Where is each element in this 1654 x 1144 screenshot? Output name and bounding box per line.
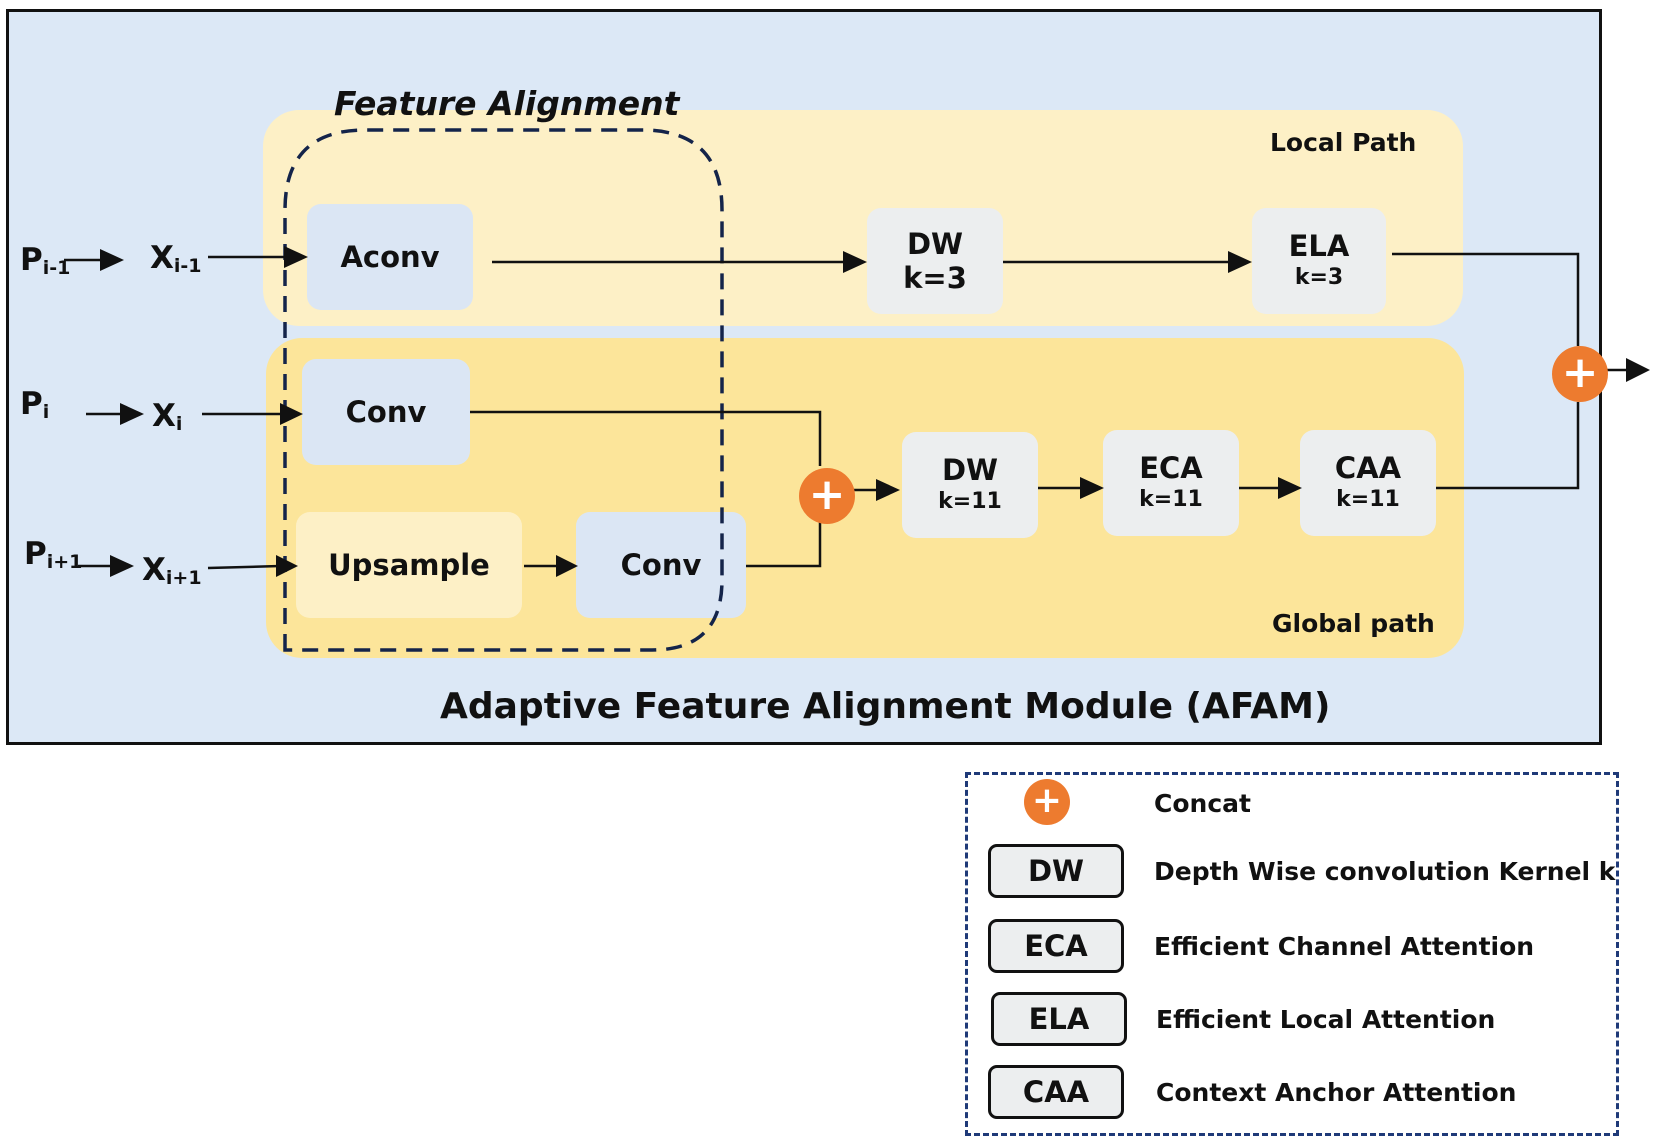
plus-icon: + (808, 468, 846, 520)
legend-concat-icon: + (1024, 779, 1070, 825)
dw-k11-name: DW (941, 453, 999, 487)
eca-k11-param: k=11 (1139, 487, 1203, 512)
legend-dw-text: Depth Wise convolution Kernel k (1154, 857, 1616, 886)
arrowhead (276, 555, 298, 577)
plus-icon: + (1561, 346, 1599, 398)
feature-alignment-dashed-box (283, 128, 724, 652)
legend-concat-text: Concat (1154, 789, 1251, 818)
plus-icon: + (1031, 779, 1063, 821)
legend-caa-text: Context Anchor Attention (1156, 1078, 1517, 1107)
arrowhead (876, 479, 900, 501)
arrowhead (843, 251, 867, 273)
local-path-label: Local Path (1270, 128, 1417, 157)
legend-ela-text: Efficient Local Attention (1156, 1005, 1496, 1034)
conv-block-low: Conv (576, 512, 746, 618)
dw-k3-param: k=3 (903, 261, 967, 295)
legend-ela-box: ELA (991, 992, 1127, 1046)
conv-block-mid: Conv (302, 359, 470, 465)
feature-x-i: Xi (152, 398, 183, 435)
arrowhead (280, 403, 303, 425)
arrowhead (110, 555, 134, 577)
arrowhead (1228, 251, 1252, 273)
caa-k11-name: CAA (1334, 451, 1402, 485)
upsample-block: Upsample (296, 512, 522, 618)
legend: + Concat DW Depth Wise convolution Kerne… (965, 772, 1619, 1136)
concat-node-output: + (1552, 346, 1608, 402)
arrowhead (100, 249, 124, 271)
arrowhead (1278, 477, 1302, 499)
ela-k3-param: k=3 (1294, 265, 1344, 290)
global-path-label: Global path (1272, 609, 1435, 638)
arrowhead (120, 403, 144, 425)
module-title: Adaptive Feature Alignment Module (AFAM) (440, 686, 1331, 727)
eca-k11-name: ECA (1139, 451, 1203, 485)
caa-k11-param: k=11 (1336, 487, 1400, 512)
eca-k11-block: ECA k=11 (1103, 430, 1239, 536)
input-p-i-minus-1: Pi-1 (20, 242, 71, 279)
dw-k11-param: k=11 (938, 489, 1002, 514)
legend-eca-box: ECA (988, 919, 1124, 973)
aconv-block: Aconv (307, 204, 473, 310)
feature-x-i-plus-1: Xi+1 (142, 552, 202, 589)
aconv-block-label: Aconv (340, 240, 440, 274)
ela-k3-block: ELA k=3 (1252, 208, 1386, 314)
legend-eca-text: Efficient Channel Attention (1154, 932, 1535, 961)
legend-dw-box: DW (988, 844, 1124, 898)
dw-k11-block: DW k=11 (902, 432, 1038, 538)
feature-alignment-label: Feature Alignment (334, 84, 680, 123)
conv-block-low-label: Conv (620, 548, 702, 582)
input-p-i: Pi (20, 386, 50, 423)
dw-k3-name: DW (906, 227, 964, 261)
concat-node-global: + (799, 468, 855, 524)
arrowhead (284, 246, 308, 268)
ela-k3-name: ELA (1288, 229, 1350, 263)
upsample-block-label: Upsample (328, 548, 490, 582)
legend-caa-box: CAA (988, 1065, 1124, 1119)
caa-k11-block: CAA k=11 (1300, 430, 1436, 536)
arrowhead (1080, 477, 1104, 499)
dw-k3-block: DW k=3 (867, 208, 1003, 314)
arrowhead (556, 555, 578, 577)
input-p-i-plus-1: Pi+1 (24, 536, 83, 573)
output-arrowhead (1626, 358, 1650, 382)
feature-x-i-minus-1: Xi-1 (150, 240, 202, 277)
conv-block-mid-label: Conv (345, 395, 427, 429)
